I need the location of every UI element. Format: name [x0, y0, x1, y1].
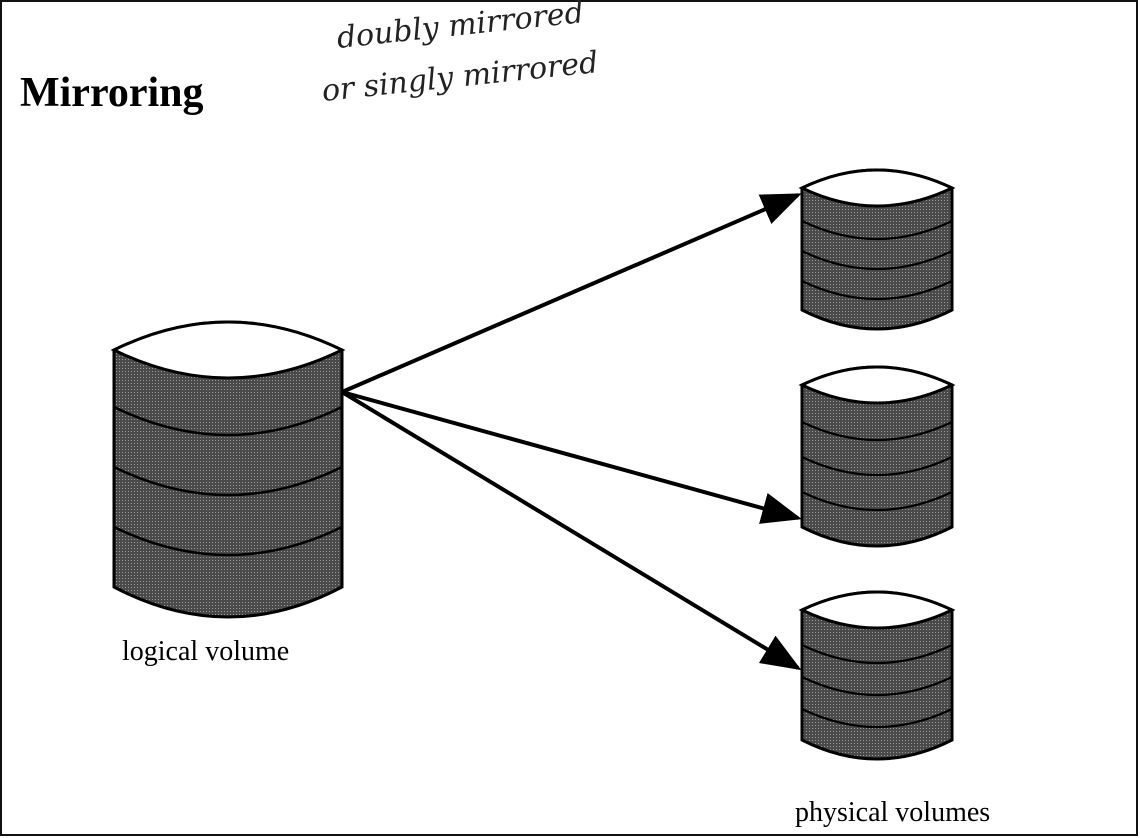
arrows [340, 193, 802, 671]
arrow-to-physical-1 [341, 193, 802, 394]
arrow-to-physical-2 [341, 390, 802, 524]
logical-volume-disk-icon [110, 320, 346, 619]
physical-volume-disk-icon-1 [798, 168, 956, 331]
logical-volume-label: logical volume [122, 636, 290, 667]
arrow-to-physical-3 [340, 390, 802, 671]
physical-volume-disk-icon-2 [798, 365, 956, 548]
physical-volume-disk-icon-3 [798, 590, 956, 761]
slide-title: Mirroring [20, 70, 204, 116]
physical-volumes-label: physical volumes [795, 797, 991, 828]
